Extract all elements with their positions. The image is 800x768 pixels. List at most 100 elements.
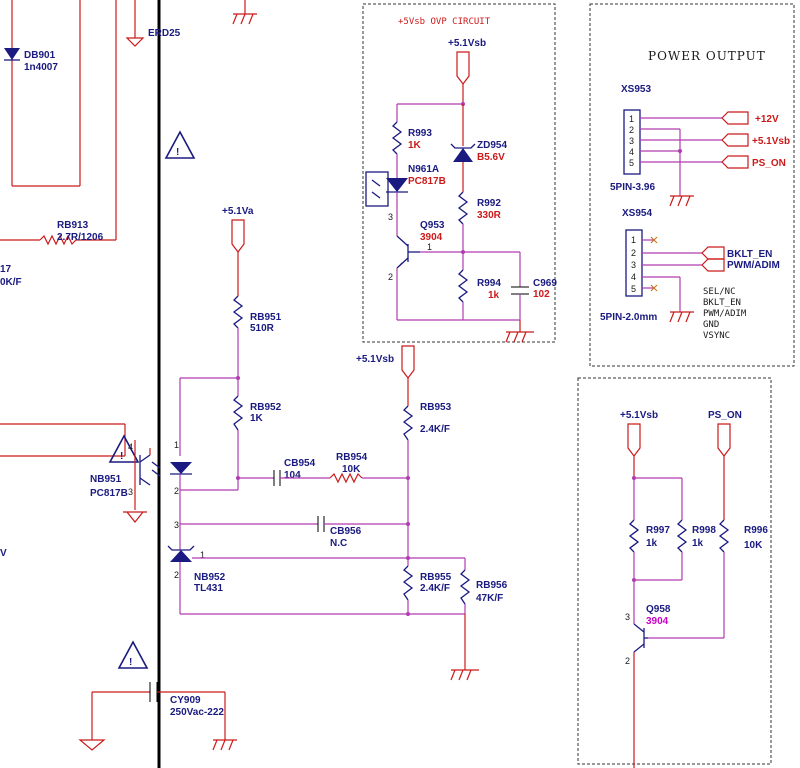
rb951-ref: RB951 <box>250 312 282 323</box>
db901-value: 1n4007 <box>24 62 58 73</box>
rb954-value: 10K <box>342 464 361 475</box>
svg-text:2: 2 <box>629 125 634 135</box>
xs953-connector <box>623 109 641 175</box>
ovp-rail-label: +5.1Vsb <box>448 38 486 49</box>
svg-text:2: 2 <box>174 486 179 496</box>
r993-value: 1K <box>408 140 422 151</box>
c969-value: 102 <box>533 289 550 300</box>
net-flag-icon <box>721 155 749 169</box>
cb954-ref: CB954 <box>284 458 316 469</box>
svg-text:1: 1 <box>427 242 432 252</box>
r992-ref: R992 <box>477 198 501 209</box>
svg-text:2: 2 <box>388 272 393 282</box>
r993-resistor-icon <box>391 121 403 155</box>
net-ps-on: PS_ON <box>752 158 786 169</box>
rb956-ref: RB956 <box>476 580 508 591</box>
r994-resistor-icon <box>457 269 469 303</box>
r998-ref: R998 <box>692 525 716 536</box>
ps-on-circuit: +5.1Vsb PS_ON R997 1k R998 1k R996 10K Q… <box>620 410 768 768</box>
r998-value: 1k <box>692 538 704 549</box>
n961a-ref: N961A <box>408 164 439 175</box>
rb953-resistor-icon <box>402 405 414 441</box>
r997-value: 1k <box>646 538 658 549</box>
xs954-ref: XS954 <box>622 208 652 219</box>
net-12v: +12V <box>755 114 779 125</box>
svg-text:2: 2 <box>174 570 179 580</box>
svg-text:3: 3 <box>631 260 636 270</box>
rb952-value: 1K <box>250 413 264 424</box>
rb955-ref: RB955 <box>420 572 452 583</box>
svg-text:4: 4 <box>128 442 133 452</box>
warning-icon: ! <box>164 130 196 159</box>
r992-resistor-icon <box>457 191 469 225</box>
nb952-value: TL431 <box>194 583 223 594</box>
xs953-ref: XS953 <box>621 84 651 95</box>
nc-cross-icon <box>650 236 658 244</box>
ground-icon <box>669 311 694 323</box>
xs953-type: 5PIN-3.96 <box>610 182 655 193</box>
svg-text:4: 4 <box>631 272 636 282</box>
q953-value: 3904 <box>420 232 443 243</box>
net-51vsb: +5.1Vsb <box>752 136 790 147</box>
rb951-value: 510R <box>250 323 275 334</box>
power-output-section: POWER OUTPUT XS953 1 2 3 4 5 5PIN-3.96 +… <box>600 49 790 341</box>
opto-led-icon <box>170 462 192 474</box>
net-flag-icon <box>701 246 725 260</box>
ps-on-rail: +5.1Vsb <box>620 410 658 421</box>
svg-text:3: 3 <box>128 487 133 497</box>
ground-icon <box>450 669 479 681</box>
svg-text:1: 1 <box>631 235 636 245</box>
r996-value: 10K <box>744 540 763 551</box>
ground-icon <box>78 739 106 751</box>
svg-text:3: 3 <box>174 520 179 530</box>
ovp-block-border <box>362 3 556 343</box>
n961a-value: PC817B <box>408 176 446 187</box>
rb952-ref: RB952 <box>250 402 282 413</box>
rail-51vsb-feedback: +5.1Vsb <box>356 354 394 365</box>
rail-51va: +5.1Va <box>222 206 254 217</box>
rb951-resistor-icon <box>232 295 244 329</box>
rb956-resistor-icon <box>459 569 471 605</box>
ovp-title: +5Vsb OVP CIRCUIT <box>398 17 491 27</box>
rb954-ref: RB954 <box>336 452 368 463</box>
svg-text:!: ! <box>120 451 123 462</box>
r998-resistor-icon <box>676 519 688 553</box>
erd25-label: ERD25 <box>148 28 181 39</box>
net-pwm: PWM/ADIM <box>727 260 780 271</box>
ps-on-block-border <box>577 377 772 765</box>
pin-note-5: VSYNC <box>703 331 730 341</box>
power-rail-icon <box>401 345 415 379</box>
pin-note-2: BKLT_EN <box>703 298 741 308</box>
tl431-icon <box>170 550 192 562</box>
nb952-ref: NB952 <box>194 572 226 583</box>
svg-text:5: 5 <box>631 284 636 294</box>
ground-icon <box>232 13 257 25</box>
pin-note-4: GND <box>703 320 719 330</box>
ground-icon <box>125 37 145 47</box>
opto-body <box>365 171 389 207</box>
db901-ref: DB901 <box>24 50 56 61</box>
xs954-type: 5PIN-2.0mm <box>600 312 657 323</box>
cy909-capacitor: CY909 250Vac-222 <box>78 682 237 751</box>
r997-ref: R997 <box>646 525 670 536</box>
cut-label-b: 0K/F <box>0 277 22 288</box>
svg-text:3: 3 <box>625 612 630 622</box>
power-rail-icon <box>717 423 731 457</box>
rb913-value: 2.7R/1206 <box>57 232 104 243</box>
nb951-value: PC817B <box>90 488 128 499</box>
left-partial-circuit: DB901 1n4007 ERD25 RB913 2.7R/1206 17 0K… <box>0 0 257 559</box>
net-bklt: BKLT_EN <box>727 249 772 260</box>
cy909-ref: CY909 <box>170 695 201 706</box>
net-flag-icon <box>721 133 749 147</box>
cb956-ref: CB956 <box>330 526 362 537</box>
svg-text:2: 2 <box>625 656 630 666</box>
r994-ref: R994 <box>477 278 501 289</box>
net-flag-icon <box>721 111 749 125</box>
pin-note-3: PWM/ADIM <box>703 309 747 319</box>
svg-text:3: 3 <box>629 136 634 146</box>
cut-label-v: V <box>0 548 7 559</box>
feedback-network: +5.1Va RB951 510R RB952 1K 1 2 CB954 104… <box>167 206 508 681</box>
q958-value: 3904 <box>646 616 669 627</box>
zd954-ref: ZD954 <box>477 140 507 151</box>
